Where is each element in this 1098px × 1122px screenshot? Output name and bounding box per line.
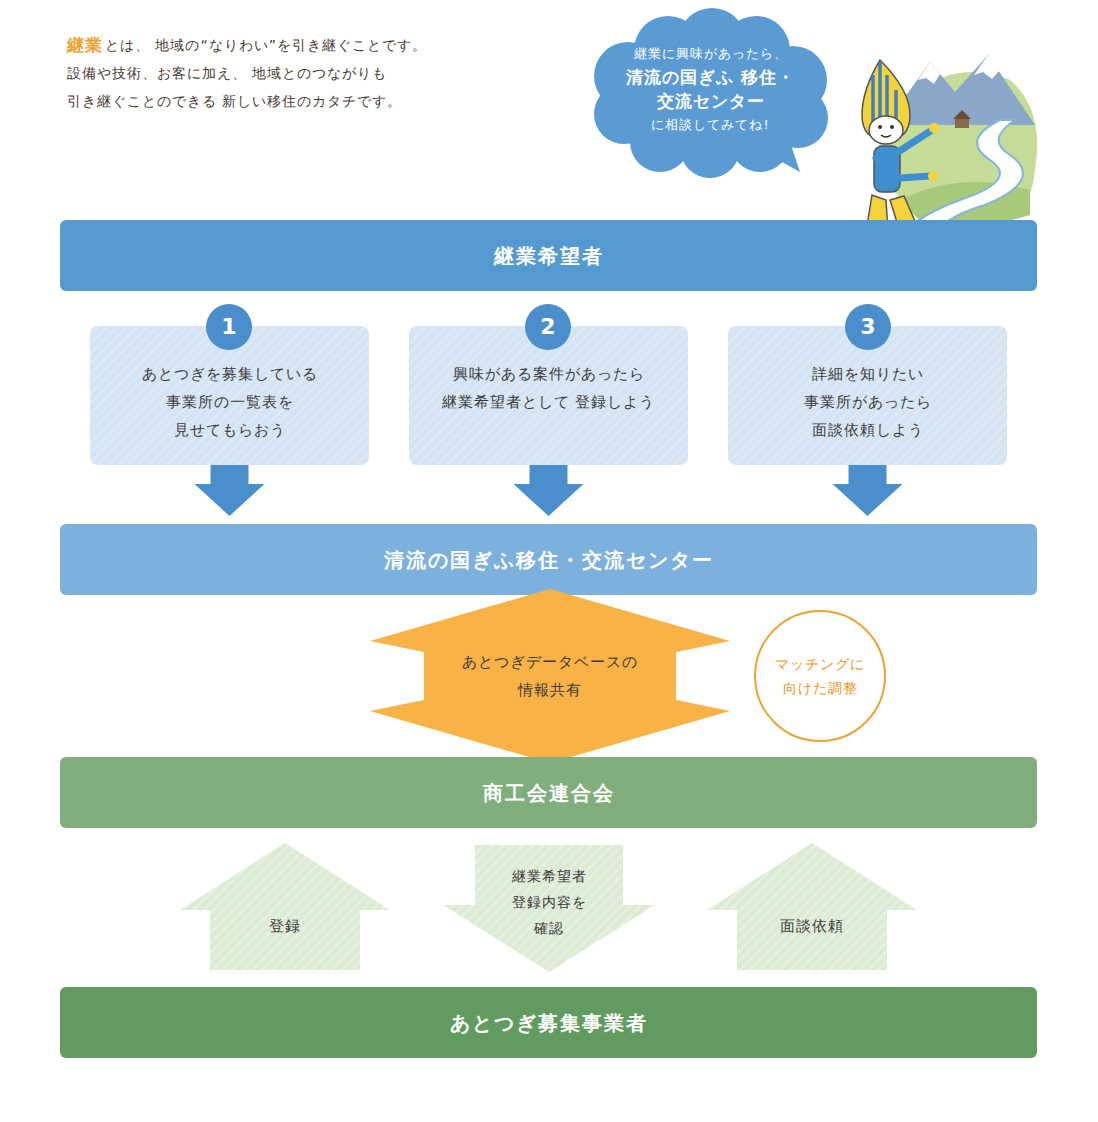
business-band: あとつぎ募集事業者 (60, 987, 1037, 1058)
center-band: 清流の国ぎふ移住・交流センター (60, 524, 1037, 595)
step-number: 3 (845, 304, 891, 350)
up-arrow: 面談依頼 (707, 843, 917, 970)
node-text: に相談してみてね! (606, 113, 816, 137)
node-text: 面談依頼 (780, 917, 844, 937)
down-arrow: 継業希望者 登録内容を 確認 (443, 845, 655, 972)
node-text: 興味がある案件があったら 継業希望者として 登録しよう (434, 360, 664, 416)
node-text: あとつぎを募集している 事業所の一覧表を 見せてもらおう (115, 360, 345, 444)
node-text: 清流の国ぎふ移住・交流センター (384, 547, 714, 573)
node-text: あとつぎ募集事業者 (450, 1010, 648, 1036)
up-outline (707, 843, 917, 970)
mascot-illustration (862, 55, 1037, 232)
node-text: 継業希望者 登録内容を 確認 (499, 863, 599, 941)
org-band: 商工会連合会 (60, 757, 1037, 828)
node-text: 登録 (269, 917, 301, 937)
term-highlight: 継業 (67, 34, 103, 57)
intro-text: 引き継ぐことのできる 新しい移住のカタチです。 (67, 93, 402, 111)
node-text: マッチングに 向けた調整 (765, 652, 875, 700)
step-number: 1 (206, 304, 252, 350)
intro-text: 設備や技術、お客に加え、 地域とのつながりも (67, 65, 387, 83)
connector-layer (195, 465, 903, 516)
intro-text: とは、 地域の“なりわい”を引き継ぐことです。 (105, 37, 427, 55)
speech-cloud: 継業に興味があったら、清流の国ぎふ 移住・交流センターに相談してみてね! (588, 14, 833, 174)
up-arrow: 登録 (180, 843, 390, 970)
node-text: 2 (540, 313, 555, 342)
flow-arrow (514, 465, 584, 516)
flow-arrow (833, 465, 903, 516)
node-text: 商工会連合会 (483, 780, 615, 806)
note-circle: マッチングに 向けた調整 (754, 610, 886, 742)
double-arrow: あとつぎデータベースの 情報共有 (370, 589, 730, 763)
flow-arrow (195, 465, 265, 516)
node-text: あとつぎデータベースの 情報共有 (440, 648, 660, 704)
node-text: 3 (860, 313, 875, 342)
node-text: 継業希望者 (494, 243, 604, 269)
node-text: 詳細を知りたい 事業所があったら 面談依頼しよう (753, 360, 983, 444)
step-number: 2 (525, 304, 571, 350)
actor-band: 継業希望者 (60, 220, 1037, 291)
node-text: 清流の国ぎふ 移住・交流センター (611, 65, 811, 113)
up-outline (180, 843, 390, 970)
node-text: 継業に興味があったら、 (606, 43, 816, 65)
node-text: 1 (221, 313, 236, 342)
dbl-outline (370, 589, 730, 763)
